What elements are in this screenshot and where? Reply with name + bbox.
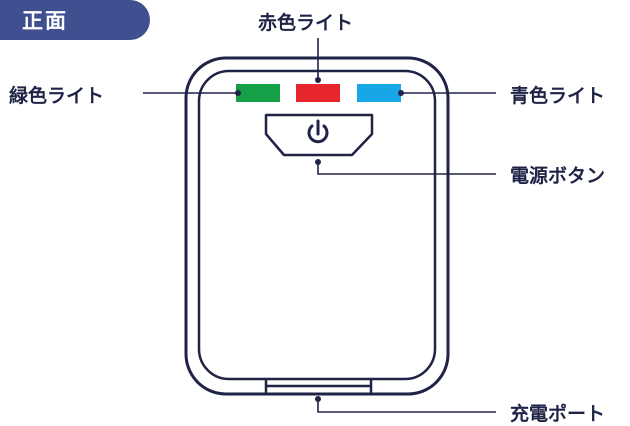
power-icon	[307, 119, 329, 144]
red-light-label: 赤色ライト	[258, 12, 354, 34]
power-button-label: 電源ボタン	[510, 165, 606, 187]
leader-charge-port	[315, 396, 496, 413]
charge-port-label: 充電ポート	[510, 403, 606, 425]
red-light	[296, 84, 340, 102]
leader-green-light	[143, 90, 241, 96]
green-light-label: 緑色ライト	[9, 85, 105, 107]
blue-light-label: 青色ライト	[510, 85, 606, 107]
charge-port	[264, 380, 373, 393]
section-tag: 正面	[0, 0, 150, 40]
leader-blue-light	[398, 90, 496, 96]
device-inner-shell	[197, 69, 437, 381]
section-tag-label: 正面	[22, 9, 68, 33]
blue-light	[357, 84, 401, 102]
green-light	[236, 84, 280, 102]
leader-red-light	[315, 38, 321, 83]
leader-power-button	[315, 159, 496, 175]
